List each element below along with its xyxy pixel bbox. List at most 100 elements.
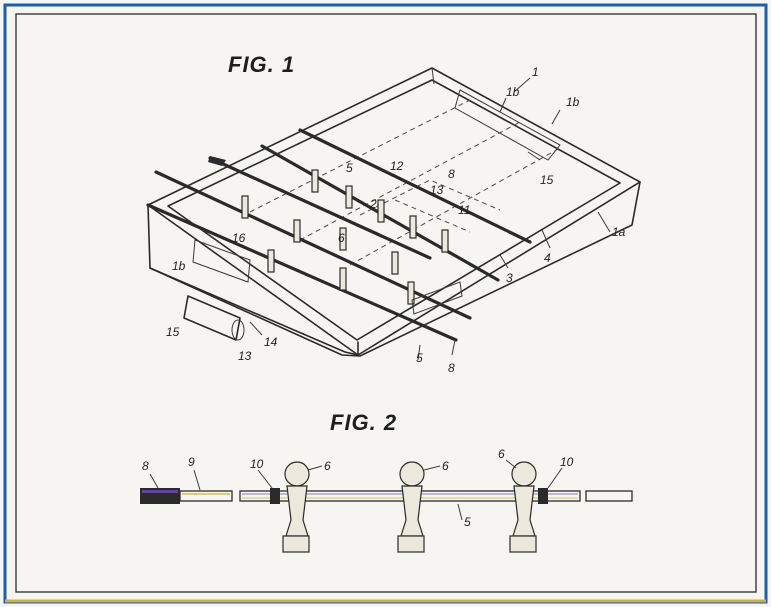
ref-6: 6 [498,447,505,461]
fig2-reference-numerals: 8 9 10 6 6 6 10 5 [142,447,574,529]
side-panel [192,239,251,283]
handle-highlight [142,490,178,493]
field-center [394,199,471,233]
foosball-table-perspective [146,67,641,361]
rod-4 [146,203,458,342]
leader [193,469,201,491]
ref-6: 6 [324,459,331,473]
back-corner [431,67,435,85]
player-head [284,461,310,487]
ref-5: 5 [416,351,423,365]
drawing-border [15,13,757,593]
ref-13: 13 [238,349,252,363]
player [409,215,417,239]
ref-4: 4 [544,251,551,265]
leader [149,473,159,489]
player [407,281,415,305]
sheet-border [3,3,768,604]
player-figure-3 [509,461,548,553]
ref-1a: 1a [612,225,626,239]
ref-10: 10 [560,455,574,469]
player [345,185,353,209]
leader [541,229,551,249]
player-figures [241,169,449,305]
player [241,195,249,219]
player [377,199,385,223]
ref-1b: 1b [172,259,186,273]
player-body [285,485,309,537]
player-body [512,485,536,537]
rod-assembly-side-view [140,459,633,553]
ref-15: 15 [540,173,554,187]
tray-end [231,319,245,341]
ref-11: 11 [458,203,470,217]
ref-14: 14 [264,335,278,349]
field-line-2 [299,121,521,241]
leader [451,339,456,356]
player [339,267,347,291]
ref-5: 5 [346,161,353,175]
player-foot [509,535,537,553]
rod-handle-tip [208,156,226,166]
ref-6: 6 [338,231,345,245]
leader [597,211,611,233]
ref-5: 5 [464,515,471,529]
player-foot [397,535,425,553]
table-bottom-edge [149,181,641,357]
field-circle [359,179,501,216]
player [311,169,319,193]
ref-8: 8 [448,167,455,181]
ref-15: 15 [166,325,180,339]
player-body [400,485,424,537]
ref-8: 8 [142,459,149,473]
goal-opening [454,89,561,161]
leader [423,465,441,471]
leader [457,503,463,521]
leader [499,254,509,269]
rod-1 [208,156,432,260]
leader [249,321,263,336]
player [441,229,449,253]
leader [547,467,563,489]
leader [307,465,323,471]
ref-3: 3 [506,271,513,285]
ref-13: 13 [430,183,444,197]
ref-9: 9 [188,455,195,469]
ref-16: 16 [232,231,246,245]
leader [499,97,507,113]
fig1-reference-numerals: 1 1b 1b 5 12 8 2 13 11 15 1a 4 3 6 16 1b… [166,65,626,375]
player [339,227,347,251]
ref-1b: 1b [506,85,520,99]
rod-3 [154,170,472,320]
rod-end [585,490,633,502]
leader [257,469,273,489]
ref-1: 1 [532,65,539,79]
player-head [511,461,537,487]
table-left-side [147,204,359,356]
fig2-title: FIG. 2 [330,410,397,435]
leader [527,151,541,161]
ref-8: 8 [448,361,455,375]
leader [513,77,531,93]
rod-5 [298,128,532,244]
fig1-title: FIG. 1 [228,52,295,77]
player [391,251,399,275]
leader [417,344,421,361]
stop-collar [538,488,548,504]
player-foot [282,535,310,553]
leader [505,459,517,469]
player-figure-1 [270,461,310,553]
player-head [399,461,425,487]
stop-collar [270,488,280,504]
leader [551,109,561,125]
player [293,219,301,243]
player [267,249,275,273]
ref-6: 6 [442,459,449,473]
side-panel-right [411,281,463,315]
ref-2: 2 [369,197,377,211]
ref-12: 12 [390,159,404,173]
player-figure-2 [397,461,425,553]
table-inner-rim [167,79,621,341]
